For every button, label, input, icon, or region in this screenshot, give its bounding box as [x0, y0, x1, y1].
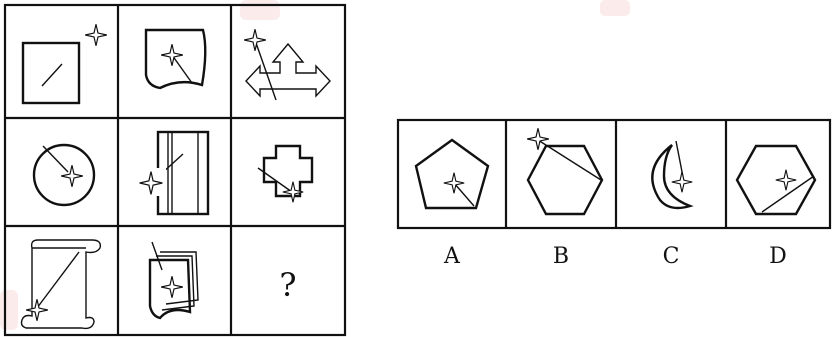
question-mark: ? — [279, 266, 296, 304]
sparkle-icon — [443, 172, 465, 194]
sparkle-icon — [671, 171, 693, 193]
matrix-grid — [3, 3, 347, 337]
option-label-c: C — [663, 244, 680, 269]
cell-r2c2 — [138, 130, 210, 216]
option-c[interactable] — [651, 140, 694, 210]
cell-r1c1 — [21, 23, 108, 105]
option-label-d: D — [769, 244, 787, 269]
cell-r2c3 — [257, 144, 314, 203]
sparkle-icon — [25, 298, 49, 322]
cell-r2c1 — [32, 143, 96, 207]
option-label-a: A — [443, 244, 461, 269]
option-b[interactable] — [526, 127, 604, 216]
cell-r1c2 — [144, 28, 207, 90]
option-label-b: B — [553, 244, 569, 269]
cell-r1c3 — [243, 28, 331, 101]
options-grid — [396, 118, 832, 230]
cell-r3c1 — [20, 239, 102, 330]
option-d[interactable] — [735, 144, 817, 216]
cell-r3c2 — [148, 241, 199, 320]
option-a[interactable] — [414, 138, 490, 210]
sparkle-icon — [775, 169, 797, 191]
sparkle-icon — [84, 23, 108, 47]
sparkle-icon — [243, 28, 267, 52]
sparkle-icon — [160, 275, 184, 299]
sparkle-icon — [160, 43, 184, 67]
